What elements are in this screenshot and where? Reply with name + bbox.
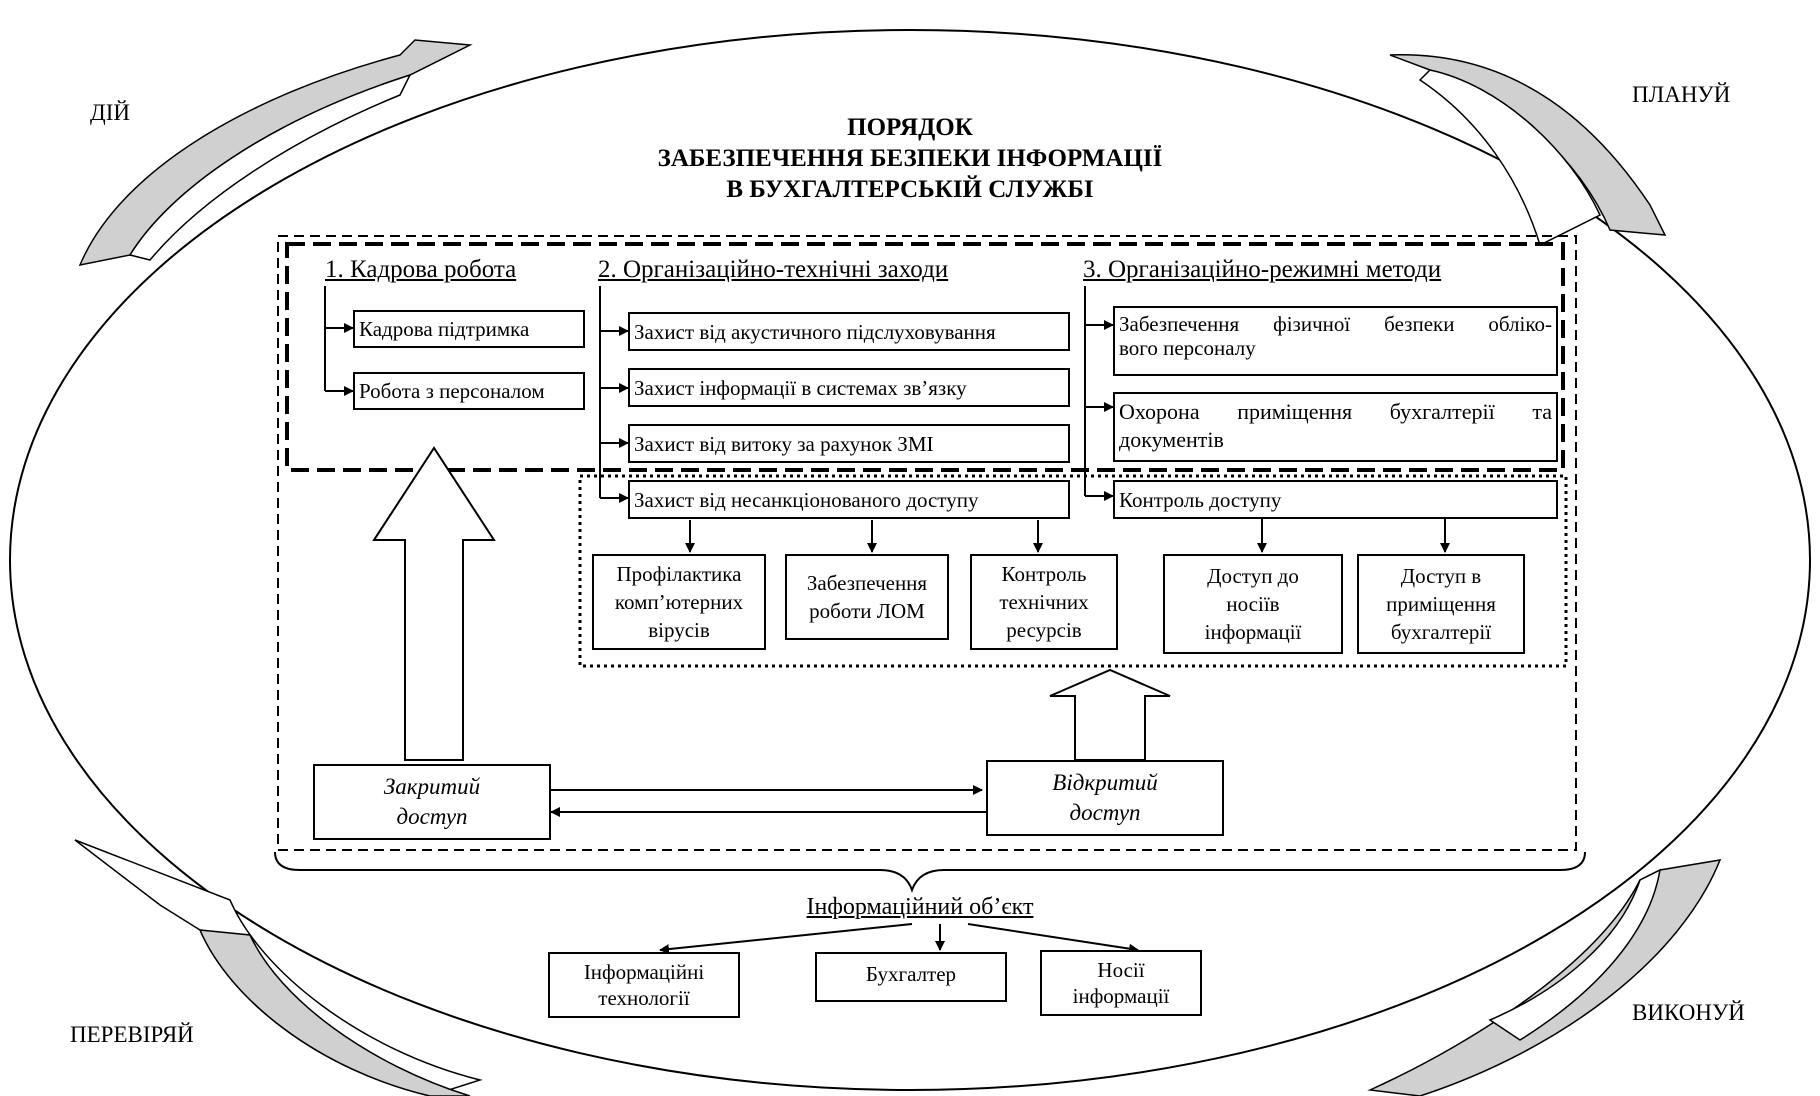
- section2-item-label: Захист від несанкціонованого доступу: [634, 487, 979, 512]
- subitem-premises-access: Доступ в приміщення бухгалтерії: [1357, 554, 1525, 654]
- cycle-arrow-top-right: [1389, 54, 1667, 247]
- cycle-label-do: ВИКОНУЙ: [1632, 1000, 1745, 1025]
- section1-heading: 1. Кадрова робота: [325, 256, 517, 283]
- subitem-label: Профілактика комп’ютерних вірусів: [614, 562, 744, 642]
- closed-access-box: Закритий доступ: [313, 764, 551, 840]
- section2-connectors: [599, 286, 1043, 553]
- section2-item-media-leak: Захист від витоку за рахунок ЗМІ: [628, 424, 1070, 463]
- closed-access-up-arrow: [372, 446, 496, 761]
- info-object-item-label: Бухгалтер: [865, 962, 957, 986]
- subitem-label: Доступ до носіїв інформації: [1204, 564, 1302, 644]
- section3-item-label-line1: Охорона приміщення бухгалтерії та: [1119, 399, 1552, 424]
- section2-heading: 2. Організаційно-технічні заходи: [598, 256, 949, 283]
- closed-access-zone: [285, 242, 1565, 472]
- section3-item-premises-guard: Охорона приміщення бухгалтерії та докуме…: [1113, 392, 1558, 462]
- info-object-label: Інформаційний об’єкт: [806, 894, 1034, 920]
- section2-item-label: Захист інформації в системах зв’язку: [634, 375, 967, 400]
- section3-item-label: Контроль доступу: [1119, 487, 1282, 512]
- section3-item-label-line2: документів: [1119, 427, 1224, 452]
- outer-dashed-frame: [277, 235, 1577, 851]
- info-object-accountant: Бухгалтер: [815, 952, 1007, 1002]
- cycle-arrow-bottom-left: [74, 839, 483, 1096]
- open-access-up-arrow: [1049, 668, 1171, 761]
- cycle-label-plan: ПЛАНУЙ: [1632, 82, 1731, 107]
- section3-connectors: [1084, 286, 1450, 553]
- closed-access-label: Закритий доступ: [383, 774, 481, 829]
- title-line-1: ПОРЯДОК: [847, 114, 973, 141]
- section1-item-staff-support: Кадрова підтримка: [353, 310, 585, 348]
- info-object-arrows: [659, 923, 1139, 955]
- title-line-2: ЗАБЕЗПЕЧЕННЯ БЕЗПЕКИ ІНФОРМАЦІЇ: [657, 145, 1163, 172]
- cycle-label-act: ДІЙ: [90, 100, 130, 125]
- title-line-3: В БУХГАЛТЕРСЬКІЙ СЛУЖБІ: [726, 176, 1094, 203]
- subitem-antivirus: Профілактика комп’ютерних вірусів: [592, 554, 766, 650]
- open-access-label: Відкритий доступ: [1052, 770, 1158, 825]
- cycle-ellipse: [9, 29, 1811, 1091]
- section1-item-personnel-work: Робота з персоналом: [353, 372, 585, 410]
- subitem-lan: Забезпечення роботи ЛОМ: [785, 554, 949, 640]
- diagram-title: ПОРЯДОК ЗАБЕЗПЕЧЕННЯ БЕЗПЕКИ ІНФОРМАЦІЇ …: [560, 112, 1260, 205]
- info-object-technologies: Інформаційні технології: [548, 952, 740, 1018]
- section1-item-label: Кадрова підтримка: [359, 317, 530, 341]
- info-object-media: Носії інформації: [1040, 950, 1202, 1016]
- subitem-technical-resources: Контроль технічних ресурсів: [970, 554, 1118, 650]
- section1-connectors: [324, 286, 354, 396]
- open-access-box: Відкритий доступ: [986, 760, 1224, 836]
- section2-item-label: Захист від акустичного підслуховування: [634, 319, 996, 344]
- subitem-label: Доступ в приміщення бухгалтерії: [1386, 564, 1496, 644]
- info-object-item-label: Інформаційні технології: [583, 960, 705, 1010]
- section3-item-label-line2: вого персоналу: [1119, 336, 1256, 360]
- section3-item-physical-security: Забезпечення фізичної безпеки обліко- во…: [1113, 306, 1558, 376]
- subitem-label: Забезпечення роботи ЛОМ: [806, 571, 928, 623]
- section3-item-access-control: Контроль доступу: [1113, 480, 1558, 519]
- info-object-brace: [274, 851, 1586, 894]
- cycle-arrow-top-left: [78, 39, 473, 267]
- section1-item-label: Робота з персоналом: [359, 379, 545, 403]
- subitem-label: Контроль технічних ресурсів: [999, 562, 1089, 642]
- section2-item-unauthorized-access: Захист від несанкціонованого доступу: [628, 480, 1070, 519]
- section2-item-acoustic: Захист від акустичного підслуховування: [628, 312, 1070, 351]
- section3-heading: 3. Організаційно-режимні методи: [1083, 256, 1442, 283]
- cycle-label-check: ПЕРЕВІРЯЙ: [70, 1022, 194, 1047]
- subitem-media-access: Доступ до носіїв інформації: [1163, 554, 1343, 654]
- open-access-zone: [578, 474, 1568, 668]
- section3-item-label-line1: Забезпечення фізичної безпеки обліко-: [1119, 312, 1552, 336]
- cycle-arrow-bottom-right: [1367, 859, 1722, 1096]
- info-object-item-label: Носії інформації: [1072, 958, 1170, 1008]
- section2-item-label: Захист від витоку за рахунок ЗМІ: [634, 431, 934, 456]
- access-exchange-arrows: [550, 785, 986, 817]
- section2-item-communications: Захист інформації в системах зв’язку: [628, 368, 1070, 407]
